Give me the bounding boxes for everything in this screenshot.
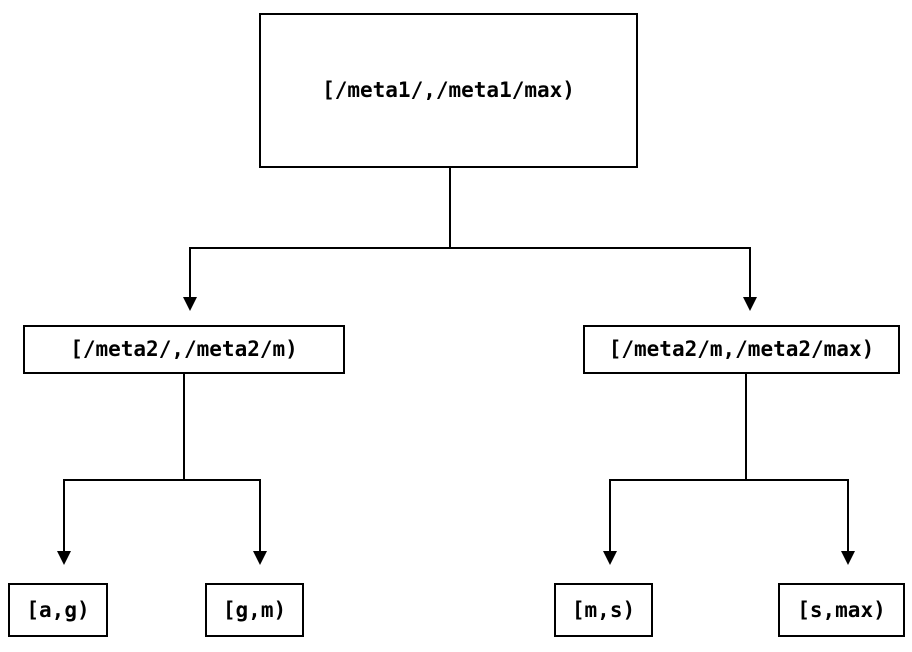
arrowhead-down-icon bbox=[603, 551, 617, 565]
arrowhead-down-icon bbox=[743, 297, 757, 311]
tree-node-root-label: [/meta1/,/meta1/max) bbox=[322, 78, 575, 102]
tree-leaf-gm-label: [g,m) bbox=[222, 597, 287, 622]
arrowhead-down-icon bbox=[183, 297, 197, 311]
tree-leaf-ms-label: [m,s) bbox=[571, 597, 636, 622]
tree-node-root: [/meta1/,/meta1/max) bbox=[259, 13, 638, 168]
tree-node-right-child-label: [/meta2/m,/meta2/max) bbox=[608, 337, 875, 361]
tree-node-left-child-label: [/meta2/,/meta2/m) bbox=[70, 337, 298, 361]
tree-leaf-ms: [m,s) bbox=[554, 583, 653, 637]
tree-node-right-child: [/meta2/m,/meta2/max) bbox=[583, 325, 900, 374]
tree-leaf-gm: [g,m) bbox=[205, 583, 304, 637]
arrowhead-down-icon bbox=[841, 551, 855, 565]
tree-node-left-child: [/meta2/,/meta2/m) bbox=[23, 325, 345, 374]
tree-leaf-smax-label: [s,max) bbox=[797, 597, 886, 622]
tree-leaf-smax: [s,max) bbox=[778, 583, 905, 637]
arrowhead-down-icon bbox=[57, 551, 71, 565]
tree-leaf-ag-label: [a,g) bbox=[26, 597, 90, 622]
arrowhead-down-icon bbox=[253, 551, 267, 565]
tree-leaf-ag: [a,g) bbox=[8, 583, 108, 637]
